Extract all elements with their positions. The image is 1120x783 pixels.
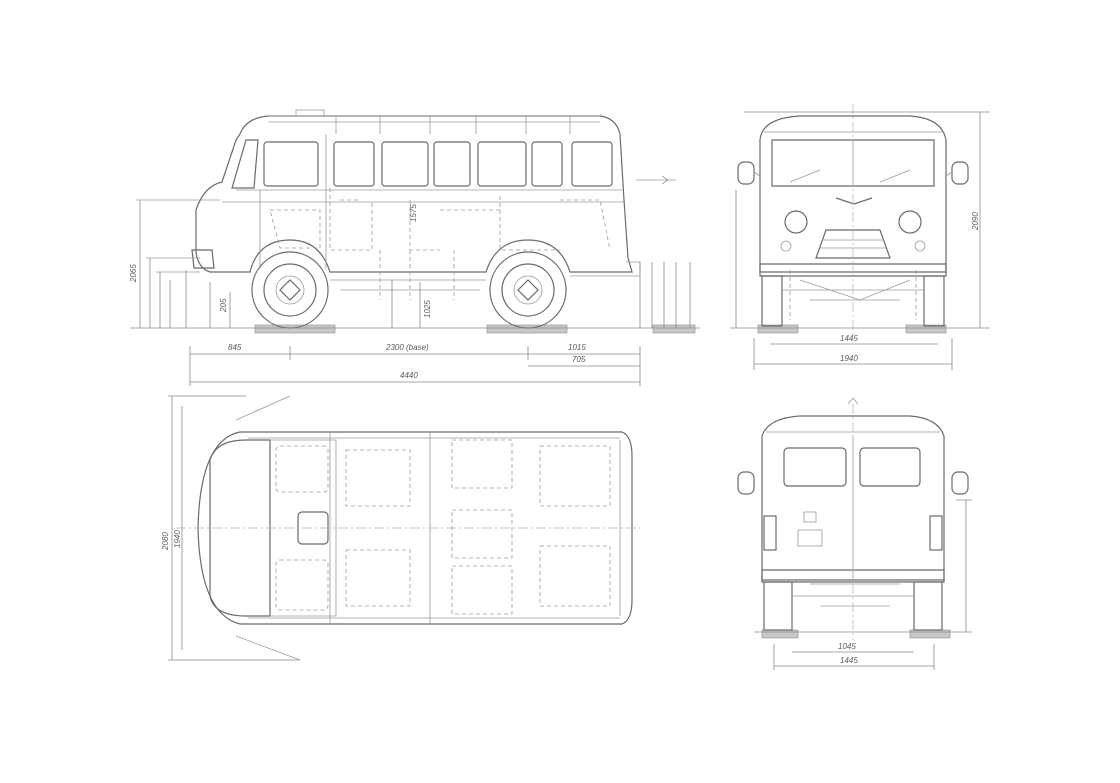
dim-ground-clearance: 205 [219,298,228,313]
top-view: 2080 1940 [161,395,640,661]
dim-top-outer-width: 2080 [161,532,170,551]
dim-rear-mid-width: 1045 [838,642,856,651]
front-view: 1445 1940 2090 [730,104,990,370]
dim-front-track: 1445 [840,334,858,343]
dim-front-height: 2090 [971,212,980,231]
dim-rear-offset: 705 [572,355,586,364]
rear-view: 1045 1445 [737,397,972,670]
dim-overall-length: 4440 [400,371,418,380]
dim-front-overhang: 845 [228,343,242,352]
dim-front-width: 1940 [840,354,858,363]
dim-interior-height: 1575 [409,204,418,222]
dim-top-inner-width: 1940 [173,530,182,548]
dim-rear-track: 1445 [840,656,858,665]
side-view: 845 2300 (base) 1015 705 4440 2065 205 1… [129,109,700,386]
dim-seat-height: 1025 [423,300,432,318]
dim-rear-overhang: 1015 [568,343,586,352]
dim-side-height: 2065 [129,264,138,283]
dim-wheelbase: 2300 (base) [385,343,429,352]
